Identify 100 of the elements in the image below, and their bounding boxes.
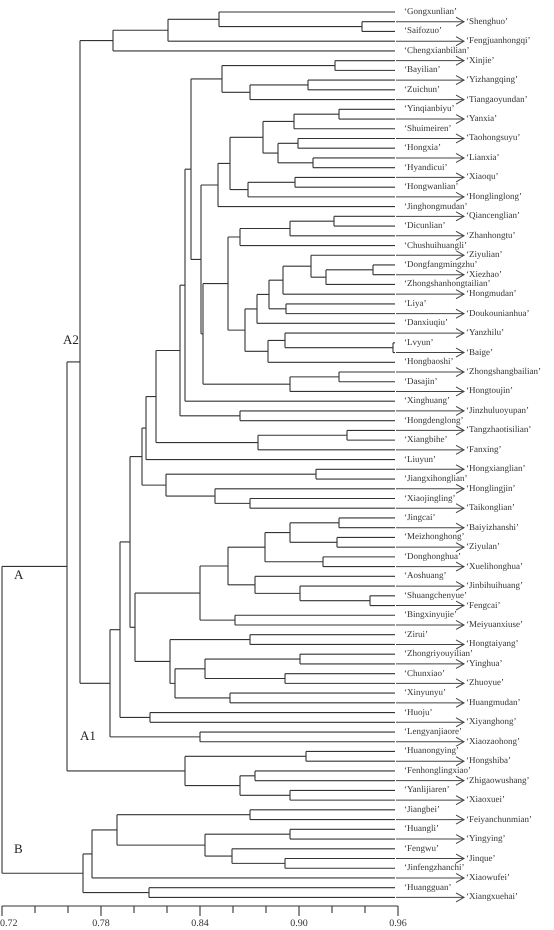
cultivar-label: ‘Meiyuanxiuse’ [466, 620, 523, 629]
cultivar-label: ‘Feiyanchunmian’ [466, 814, 532, 824]
cultivar-label: ‘Hongmudan’ [466, 289, 516, 298]
cultivar-label: ‘Xinghuang’ [404, 396, 450, 406]
cluster-label: A1 [80, 729, 96, 743]
arrow [396, 406, 464, 416]
arrow [396, 367, 464, 377]
arrow [396, 94, 464, 105]
cultivar-label: ‘Huoju’ [404, 708, 432, 717]
arrow [396, 152, 464, 163]
cultivar-label: ‘Chengxianbilian’ [404, 46, 470, 55]
tick-label: 0.78 [92, 918, 110, 929]
arrow [396, 425, 464, 436]
cultivar-label: ‘Chushuihuangli’ [404, 240, 467, 250]
cultivar-label: ‘Ziyulian’ [466, 250, 502, 260]
cultivar-label: ‘Jiangxihonglian’ [404, 474, 468, 484]
arrow [396, 658, 464, 669]
cultivar-label: ‘Zhanhongtu’ [466, 230, 516, 240]
arrow [396, 211, 464, 222]
arrow [396, 250, 464, 260]
arrow [396, 814, 464, 825]
arrow [396, 289, 464, 300]
cultivar-label: ‘Hongbaoshi’ [404, 357, 454, 366]
cultivar-label: ‘Fengjuanhongqi’ [466, 36, 530, 46]
cultivar-label: ‘Yanlijiaren’ [404, 785, 450, 794]
cultivar-label: ‘Fengcai’ [466, 600, 500, 610]
arrow [396, 522, 464, 533]
cultivar-label: ‘Meizhonghong’ [404, 532, 464, 542]
cultivar-label: ‘Zirui’ [404, 630, 428, 639]
cultivar-label: ‘Yizhangqing’ [466, 75, 518, 84]
cultivar-label: ‘Zuichun’ [404, 84, 440, 94]
cultivar-label: ‘Tangzhaotisilian’ [466, 425, 532, 434]
cultivar-label: ‘Danxiuqiu’ [404, 318, 448, 328]
arrow [396, 172, 464, 182]
cultivar-label: ‘Honglinglong’ [466, 192, 522, 201]
cultivar-label: ‘Hongdenglong’ [404, 416, 464, 425]
arrow [396, 192, 464, 202]
cultivar-label: ‘Huangguan’ [404, 882, 452, 892]
cluster-label: A2 [63, 333, 79, 347]
arrow [396, 464, 464, 474]
cultivar-label: ‘Jingcai’ [404, 512, 436, 522]
cultivar-label: ‘Shenghuo’ [466, 16, 508, 26]
cultivar-label: ‘Honglingjin’ [466, 484, 516, 493]
cultivar-label: ‘Shuimeiren’ [404, 124, 452, 133]
cultivar-label: ‘Baige’ [466, 348, 493, 357]
cluster-label: B [14, 842, 23, 856]
arrow [396, 328, 464, 338]
cultivar-label: ‘Donghonghua’ [404, 552, 461, 561]
cultivar-label: ‘Fengwu’ [404, 844, 439, 853]
cultivar-label: ‘Zhongshanhongtailian’ [404, 279, 490, 288]
cultivar-label: ‘Dicunlian’ [404, 221, 446, 230]
cultivar-label: ‘Dasajin’ [404, 376, 438, 386]
cultivar-label: ‘Huangmudan’ [466, 698, 520, 707]
cultivar-label: ‘Huangli’ [404, 824, 439, 834]
cultivar-label: ‘Jiangbei’ [404, 804, 440, 814]
cultivar-label: ‘Jinque’ [466, 854, 496, 862]
cultivar-label: ‘Xiangxuehai’ [466, 892, 518, 902]
cultivar-label: ‘Taohongsuyu’ [466, 133, 520, 142]
arrow [396, 36, 464, 46]
cultivar-label: ‘Jinfengzhanchi’ [404, 863, 464, 872]
arrow [396, 503, 464, 514]
cultivar-label: ‘Liya’ [404, 298, 426, 308]
cultivar-label: ‘Xuelihonghua’ [466, 562, 523, 571]
arrow [396, 308, 464, 319]
cultivar-label: ‘Liuyun’ [404, 454, 436, 464]
cultivar-label: ‘Zhuoyue’ [466, 678, 504, 688]
cultivar-label: ‘Hongtoujin’ [466, 386, 513, 396]
arrow [396, 834, 464, 844]
cultivar-label: ‘Jinghongmudan’ [404, 202, 468, 211]
arrow [396, 756, 464, 766]
tick-label: 0.84 [191, 918, 209, 929]
arrow [396, 854, 464, 864]
cultivar-label: ‘Xinjie’ [466, 56, 494, 65]
cultivar-label: ‘Xiaojingling’ [404, 494, 456, 502]
cultivar-label: ‘Xiyanghong’ [466, 717, 516, 726]
cultivar-label: ‘Zhigaowushang’ [466, 776, 530, 785]
cultivar-label: ‘Xinyunyu’ [404, 688, 446, 698]
cultivar-label: ‘Lianxia’ [466, 152, 500, 162]
cultivar-label: ‘Hongwanlian’ [404, 182, 458, 192]
arrow [396, 698, 464, 708]
arrow [396, 872, 464, 883]
arrow [396, 892, 464, 902]
cultivar-label: ‘Huanongying’ [404, 746, 459, 756]
cultivar-label: ‘Xiangbihe’ [404, 435, 448, 444]
arrow [396, 444, 464, 455]
cultivar-label: ‘Bingxinyujie’ [404, 610, 457, 620]
cultivar-label: ‘Bayilian’ [404, 65, 440, 74]
arrow [396, 484, 464, 494]
tick-label: 0.90 [290, 918, 308, 929]
cultivar-label: ‘Hongtaiyang’ [466, 639, 518, 648]
cultivar-label: ‘Dongfangmingzhu’ [404, 260, 478, 269]
arrow [396, 542, 464, 552]
cultivar-label: ‘Fanxing’ [466, 444, 502, 454]
arrow [396, 736, 464, 747]
arrow [396, 114, 464, 124]
cultivar-label: ‘Gongxunlian’ [404, 7, 457, 16]
cultivar-label: ‘Aoshuang’ [404, 571, 446, 580]
arrow [396, 581, 464, 592]
arrow [396, 776, 464, 786]
cultivar-label: ‘Shuangchenyue’ [404, 590, 467, 600]
